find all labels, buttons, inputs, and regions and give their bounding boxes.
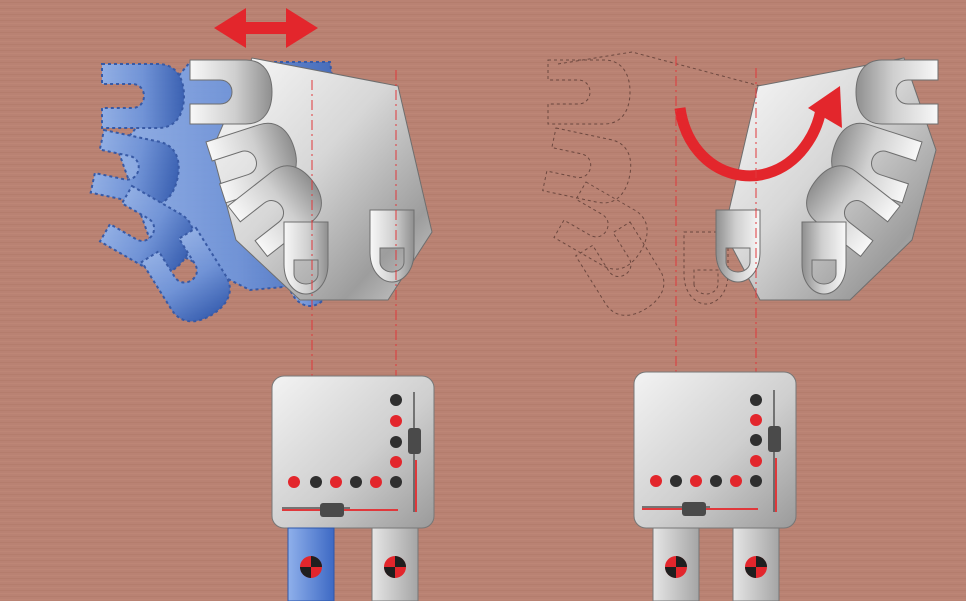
pin-column-vertical: [390, 394, 402, 488]
sensor-rod-vertical: [408, 392, 421, 512]
curved-rotate-arrow-icon: [674, 86, 842, 182]
leg-metal: [371, 527, 419, 601]
sensor-rod-horizontal: [642, 502, 758, 516]
left-panel: [89, 8, 435, 601]
pin-row-horizontal: [650, 475, 742, 487]
leg-metal: [732, 527, 780, 601]
metal-gripper-left: [189, 57, 433, 301]
right-panel: [542, 51, 939, 601]
pin-row-horizontal: [288, 476, 382, 488]
metal-gripper-rotated: [715, 57, 939, 301]
base-block-right: [633, 371, 797, 529]
leg-shifted-blue: [287, 527, 335, 601]
sensor-rod-horizontal: [282, 503, 398, 517]
double-arrow-horizontal-icon: [214, 8, 318, 48]
leg-metal: [652, 527, 700, 601]
ghost-gripper-outline: [542, 51, 761, 326]
base-block-left: [271, 375, 435, 529]
sensor-rod-vertical: [768, 390, 781, 512]
pin-column-vertical: [750, 394, 762, 487]
